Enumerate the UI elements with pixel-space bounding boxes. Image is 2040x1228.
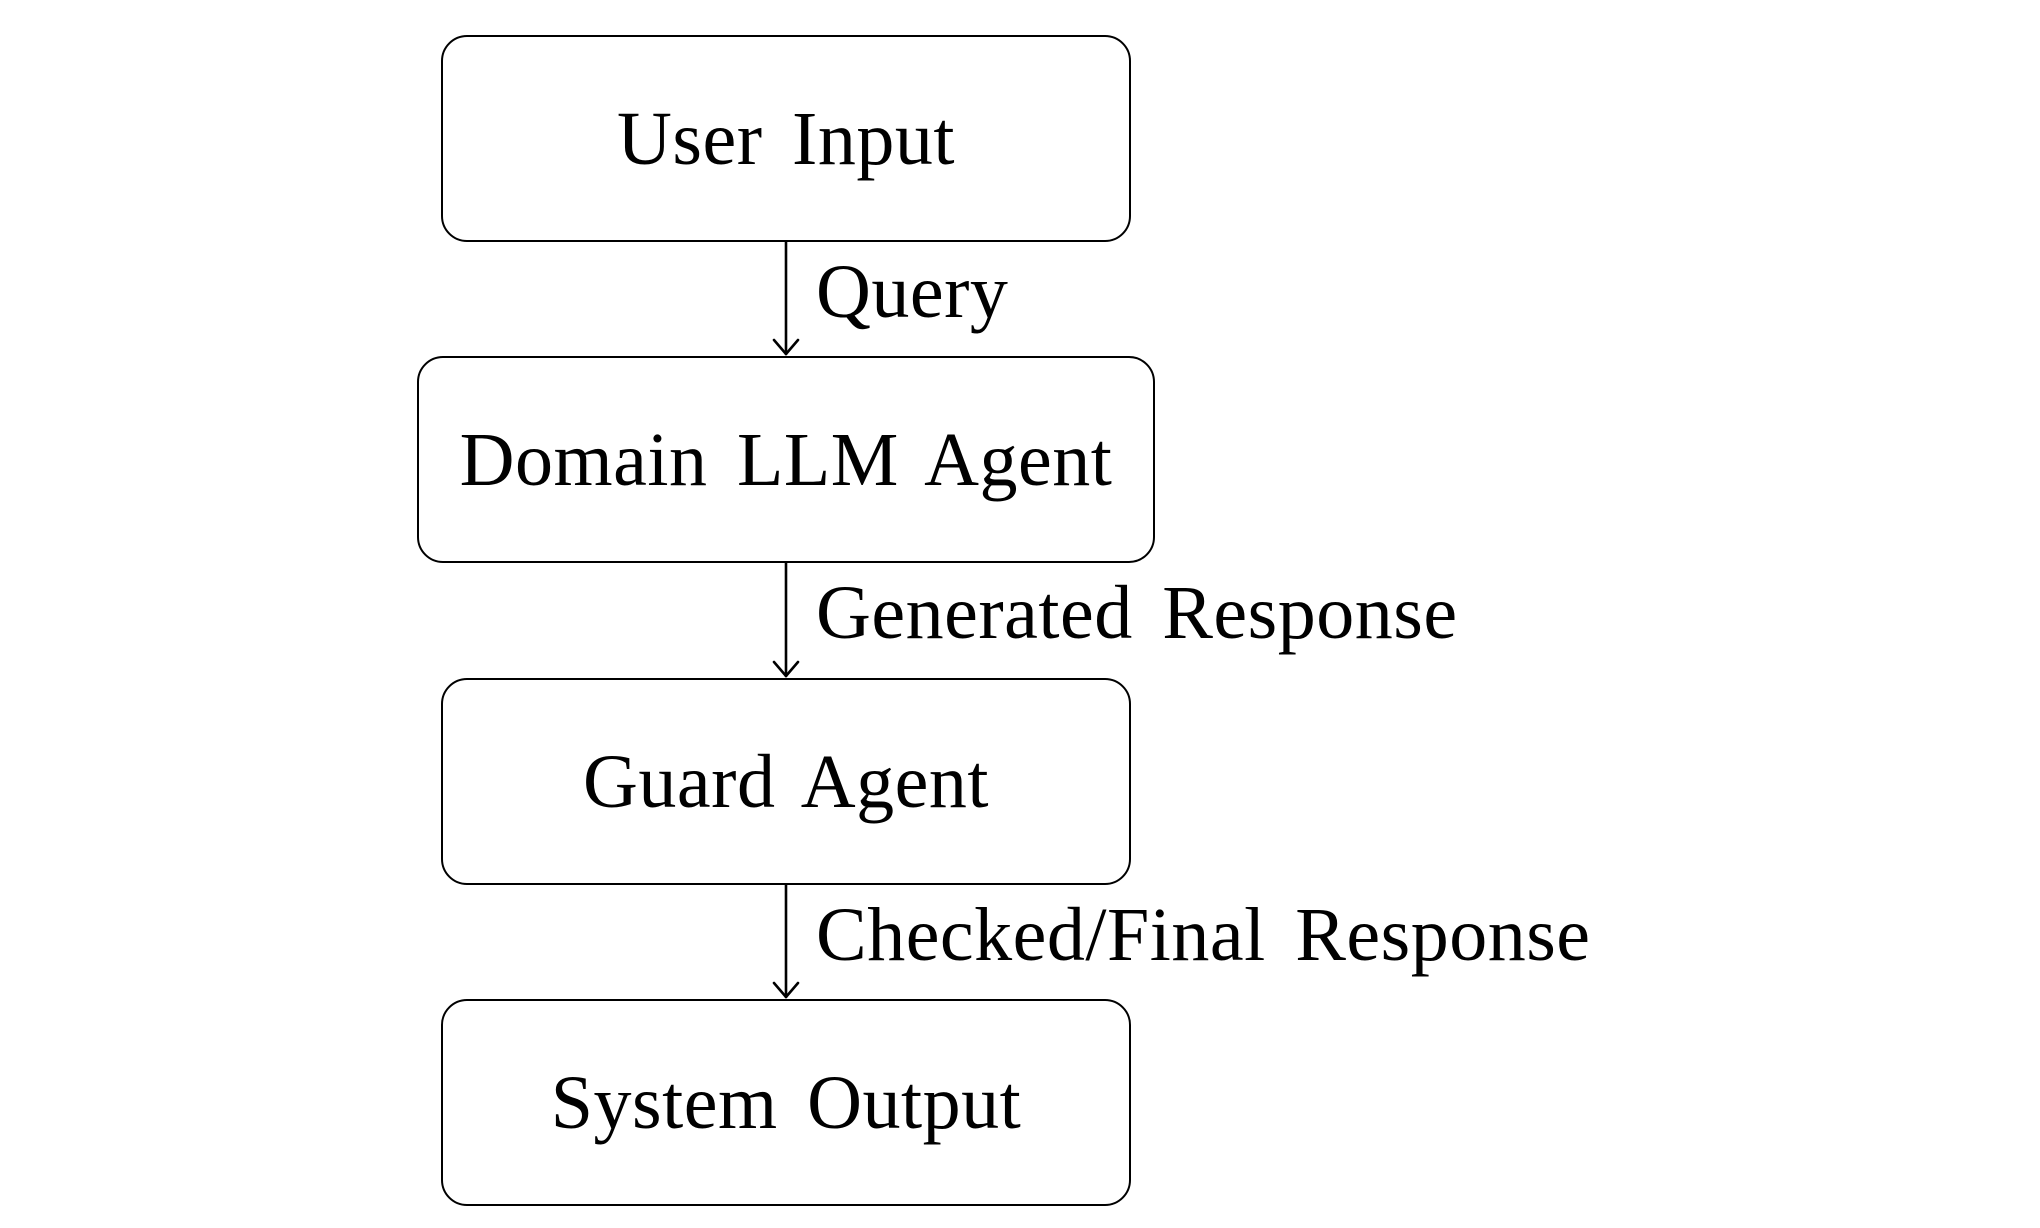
domain-llm-agent-node: Domain LLM Agent <box>417 356 1155 563</box>
edge-label-checked-final-response: Checked/Final Response <box>816 893 1591 977</box>
arrowhead-checked-final-response <box>772 981 800 999</box>
edge-label-generated-response: Generated Response <box>816 571 1458 655</box>
user-input-label: User Input <box>617 96 955 181</box>
system-output-label: System Output <box>550 1060 1022 1145</box>
guard-agent-node: Guard Agent <box>441 678 1131 885</box>
domain-llm-agent-label: Domain LLM Agent <box>459 417 1113 502</box>
arrowhead-query <box>772 338 800 356</box>
guard-agent-label: Guard Agent <box>583 739 989 824</box>
arrowhead-generated-response <box>772 660 800 678</box>
edge-label-query: Query <box>816 250 1009 334</box>
system-output-node: System Output <box>441 999 1131 1206</box>
user-input-node: User Input <box>441 35 1131 242</box>
